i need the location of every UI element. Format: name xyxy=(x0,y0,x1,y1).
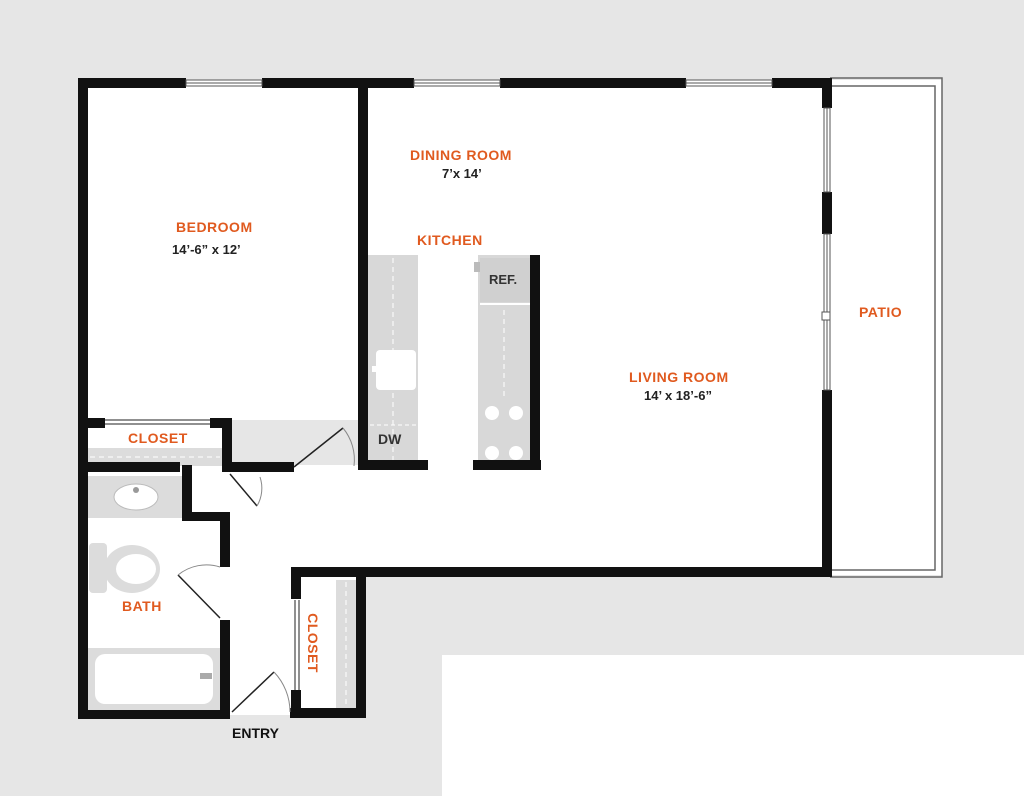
windows xyxy=(185,79,831,391)
bath-sink xyxy=(113,483,159,511)
bedroom-closet-label: CLOSET xyxy=(128,430,188,446)
patio-railing xyxy=(830,77,943,578)
kitchen-counters xyxy=(368,255,531,465)
kitchen-label: KITCHEN xyxy=(417,232,483,248)
doors xyxy=(105,419,355,713)
entry-closet-label: CLOSET xyxy=(304,613,321,673)
bedroom-door xyxy=(293,427,344,468)
burner xyxy=(485,446,499,460)
bath-door xyxy=(177,574,221,619)
bath-fixtures xyxy=(88,476,220,710)
entry-door xyxy=(231,671,275,713)
bedroom-label: BEDROOM xyxy=(176,219,253,235)
living-room-dimensions: 14’ x 18’-6” xyxy=(644,388,712,403)
closet-shelves xyxy=(88,448,356,708)
dining-room-label: DINING ROOM xyxy=(410,147,512,163)
refrigerator xyxy=(480,258,530,302)
entry-label: ENTRY xyxy=(232,725,279,741)
dishwasher-label: DW xyxy=(378,431,402,447)
bath-label: BATH xyxy=(122,598,162,614)
faucet xyxy=(372,366,386,372)
refrigerator-label: REF. xyxy=(489,272,518,287)
burner xyxy=(509,446,523,460)
sink xyxy=(376,350,416,390)
walls xyxy=(78,78,832,719)
bedroom-dimensions: 14’-6” x 12’ xyxy=(172,242,241,257)
living-room-label: LIVING ROOM xyxy=(629,369,729,385)
upper-footprint xyxy=(0,0,750,40)
dining-room-dimensions: 7’x 14’ xyxy=(442,166,482,181)
bedroom-floor xyxy=(80,80,366,420)
burner xyxy=(509,406,523,420)
linen-door xyxy=(229,473,258,507)
burner xyxy=(485,406,499,420)
patio-floor xyxy=(830,80,942,575)
toilet-tank xyxy=(89,543,107,593)
patio-label: PATIO xyxy=(859,304,903,320)
main-floor xyxy=(360,80,830,575)
outdoor-area xyxy=(442,655,1024,796)
